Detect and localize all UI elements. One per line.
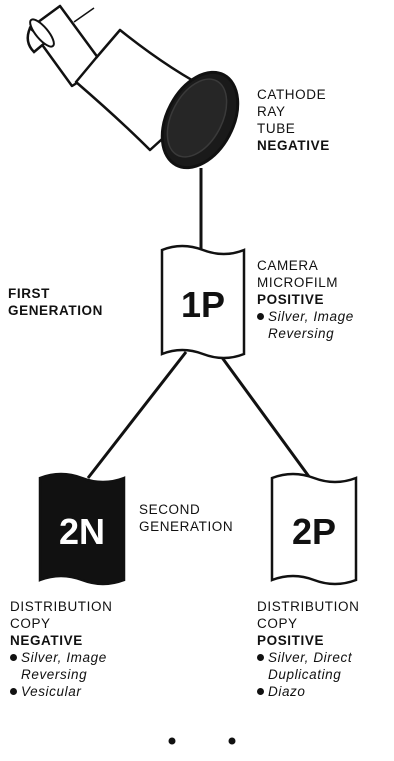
bullet-item-continued: Reversing bbox=[10, 666, 112, 683]
bullet-item: Silver, Image bbox=[10, 649, 112, 666]
bullet-item: Silver, Direct bbox=[257, 649, 359, 666]
film-2p-label: 2P bbox=[292, 511, 336, 552]
crt-label-line: RAY bbox=[257, 103, 330, 120]
crt-label-line: TUBE bbox=[257, 120, 330, 137]
bullet-item: Silver, Image bbox=[257, 308, 354, 325]
crt-polarity: NEGATIVE bbox=[257, 137, 330, 154]
film-2n: 2N bbox=[40, 474, 124, 584]
film-2p: 2P bbox=[272, 474, 356, 584]
bullet-icon bbox=[257, 688, 264, 695]
bullet-icon bbox=[257, 654, 264, 661]
bullet-item: Vesicular bbox=[10, 683, 112, 700]
crt-label: CATHODE RAY TUBE NEGATIVE bbox=[257, 86, 330, 154]
bullet-item: Diazo bbox=[257, 683, 359, 700]
camera-label-line: MICROFILM bbox=[257, 274, 354, 291]
camera-label-line: CAMERA bbox=[257, 257, 354, 274]
dist-positive-polarity: POSITIVE bbox=[257, 632, 359, 649]
second-generation-label: SECOND GENERATION bbox=[139, 501, 233, 535]
camera-microfilm-label: CAMERA MICROFILM POSITIVE Silver, Image … bbox=[257, 257, 354, 342]
bullet-icon bbox=[10, 688, 17, 695]
connector-1p-to-2p bbox=[218, 352, 310, 478]
distribution-positive-label: DISTRIBUTION COPY POSITIVE Silver, Direc… bbox=[257, 598, 359, 700]
page-dot-right bbox=[229, 738, 236, 745]
first-generation-label: FIRST GENERATION bbox=[8, 285, 103, 319]
bullet-icon bbox=[257, 313, 264, 320]
film-1p-label: 1P bbox=[181, 284, 225, 325]
bullet-icon bbox=[10, 654, 17, 661]
dist-negative-polarity: NEGATIVE bbox=[10, 632, 112, 649]
cathode-ray-tube-icon bbox=[26, 6, 253, 181]
film-1p: 1P bbox=[162, 246, 244, 358]
crt-label-line: CATHODE bbox=[257, 86, 330, 103]
film-2n-label: 2N bbox=[59, 511, 105, 552]
distribution-negative-label: DISTRIBUTION COPY NEGATIVE Silver, Image… bbox=[10, 598, 112, 700]
bullet-item-continued: Reversing bbox=[257, 325, 354, 342]
page-dot-left bbox=[169, 738, 176, 745]
bullet-item-continued: Duplicating bbox=[257, 666, 359, 683]
connector-1p-to-2n bbox=[88, 352, 186, 478]
camera-polarity: POSITIVE bbox=[257, 291, 354, 308]
